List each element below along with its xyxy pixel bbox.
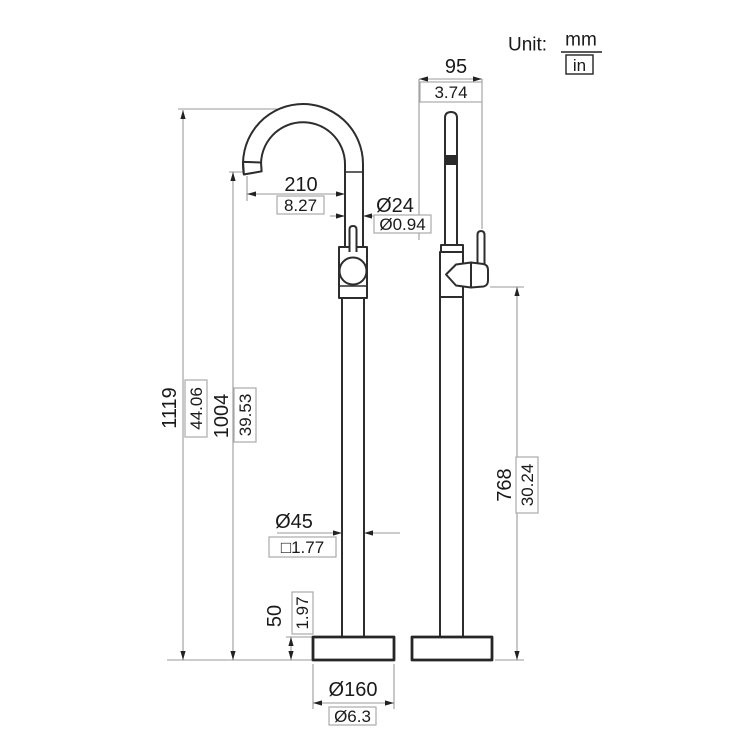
riser-column-front (341, 297, 365, 638)
spout-height-in: 39.53 (236, 394, 255, 437)
spout-height-in-box (233, 387, 257, 443)
tube-diameter-mm: Ø24 (376, 195, 414, 217)
handle-lever-side (476, 230, 486, 268)
dim-handle-height: 768 30.24 (494, 456, 539, 514)
spout-profile (444, 111, 458, 245)
column-diameter-in: □1.77 (281, 538, 324, 557)
body-depth-in: 3.74 (434, 83, 467, 102)
unit-in-label: in (573, 56, 586, 75)
spout-reach-mm: 210 (284, 174, 317, 196)
dim-body-depth: 95 3.74 (419, 56, 483, 103)
handle-height-mm: 768 (494, 468, 516, 501)
column-diameter-in-box (268, 536, 337, 558)
unit-legend: Unit: mm in (508, 30, 602, 75)
tube-diameter-in: Ø0.94 (379, 215, 425, 234)
riser-column-side (439, 296, 464, 638)
base-height-in-box (291, 591, 314, 635)
base-height-in: 1.97 (293, 596, 312, 629)
base-diameter-in: Ø6.3 (334, 707, 371, 726)
handle-block (470, 261, 489, 289)
side-view (410, 111, 494, 662)
dim-total-height: 1119 44.06 (159, 379, 208, 438)
spout-height-mm: 1004 (211, 394, 233, 439)
unit-mm-label: mm (565, 30, 597, 51)
base-side (410, 635, 494, 662)
spout-reach-in: 8.27 (284, 196, 317, 215)
base-height-mm: 50 (264, 605, 286, 627)
dim-column-diameter: Ø45 □1.77 (268, 511, 337, 558)
front-view (242, 103, 396, 662)
base-diameter-mm: Ø160 (329, 679, 378, 701)
unit-prefix: Unit: (508, 35, 547, 56)
ball-joint (338, 256, 368, 286)
total-height-in-box (184, 379, 208, 438)
handle-height-in: 30.24 (518, 464, 537, 507)
dim-spout-reach: 210 8.27 (276, 174, 325, 215)
spout-aerator-tip (242, 160, 263, 176)
arrowheads (180, 76, 520, 706)
column-diameter-mm: Ø45 (275, 511, 313, 533)
spout-reach-in-box (276, 195, 325, 215)
collar-side (440, 244, 464, 253)
unit-in-box (565, 54, 594, 75)
tube-diameter-in-box (373, 214, 432, 234)
body-depth-in-box (419, 81, 483, 103)
spout-outlet-band (444, 155, 458, 165)
dim-spout-height: 1004 39.53 (211, 387, 257, 443)
total-height-mm: 1119 (159, 387, 181, 429)
dim-spout-tube-diameter: Ø24 Ø0.94 (373, 195, 432, 234)
dim-base-diameter: Ø160 Ø6.3 (328, 679, 378, 726)
dim-base-height: 50 1.97 (264, 591, 314, 635)
body-depth-mm: 95 (445, 56, 467, 78)
handle-lever-front (348, 225, 358, 252)
base-front (311, 635, 396, 662)
handle-height-in-box (515, 456, 539, 514)
total-height-in: 44.06 (187, 387, 206, 430)
base-diameter-in-box (328, 706, 377, 726)
